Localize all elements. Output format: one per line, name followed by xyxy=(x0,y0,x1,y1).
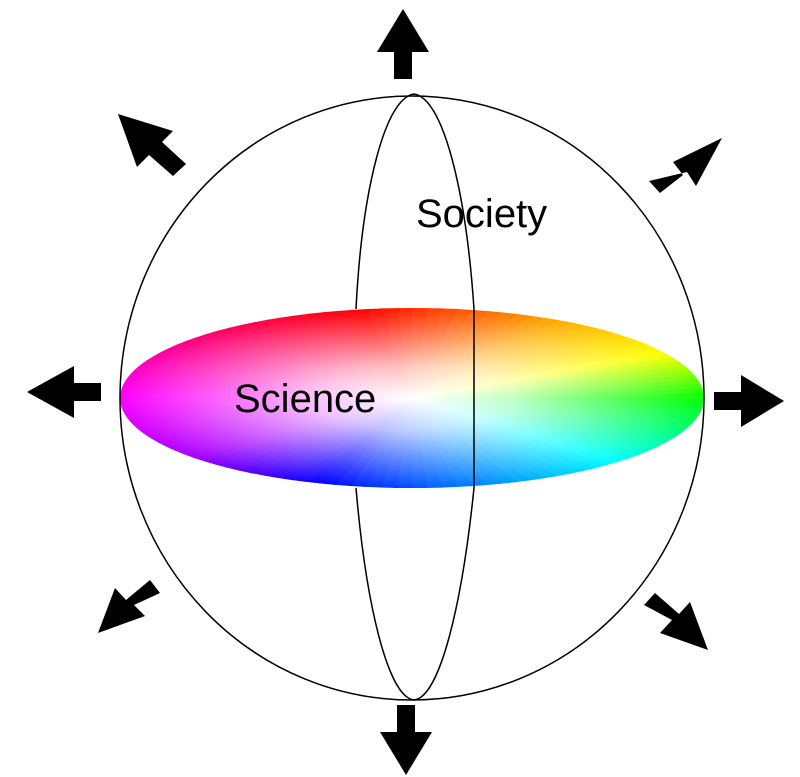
arrows xyxy=(27,9,784,775)
science-label: Science xyxy=(234,377,376,421)
arrow-up-left xyxy=(118,114,186,176)
arrow-down-right xyxy=(644,593,708,650)
arrow-left xyxy=(27,366,101,418)
arrow-down-left xyxy=(98,580,160,633)
science-color-disk xyxy=(120,308,704,488)
arrow-up xyxy=(377,9,429,79)
arrow-down xyxy=(380,705,432,775)
society-meridian xyxy=(355,93,475,701)
arrow-up-right xyxy=(649,138,722,193)
society-label: Society xyxy=(416,192,547,236)
arrow-right xyxy=(714,375,784,427)
